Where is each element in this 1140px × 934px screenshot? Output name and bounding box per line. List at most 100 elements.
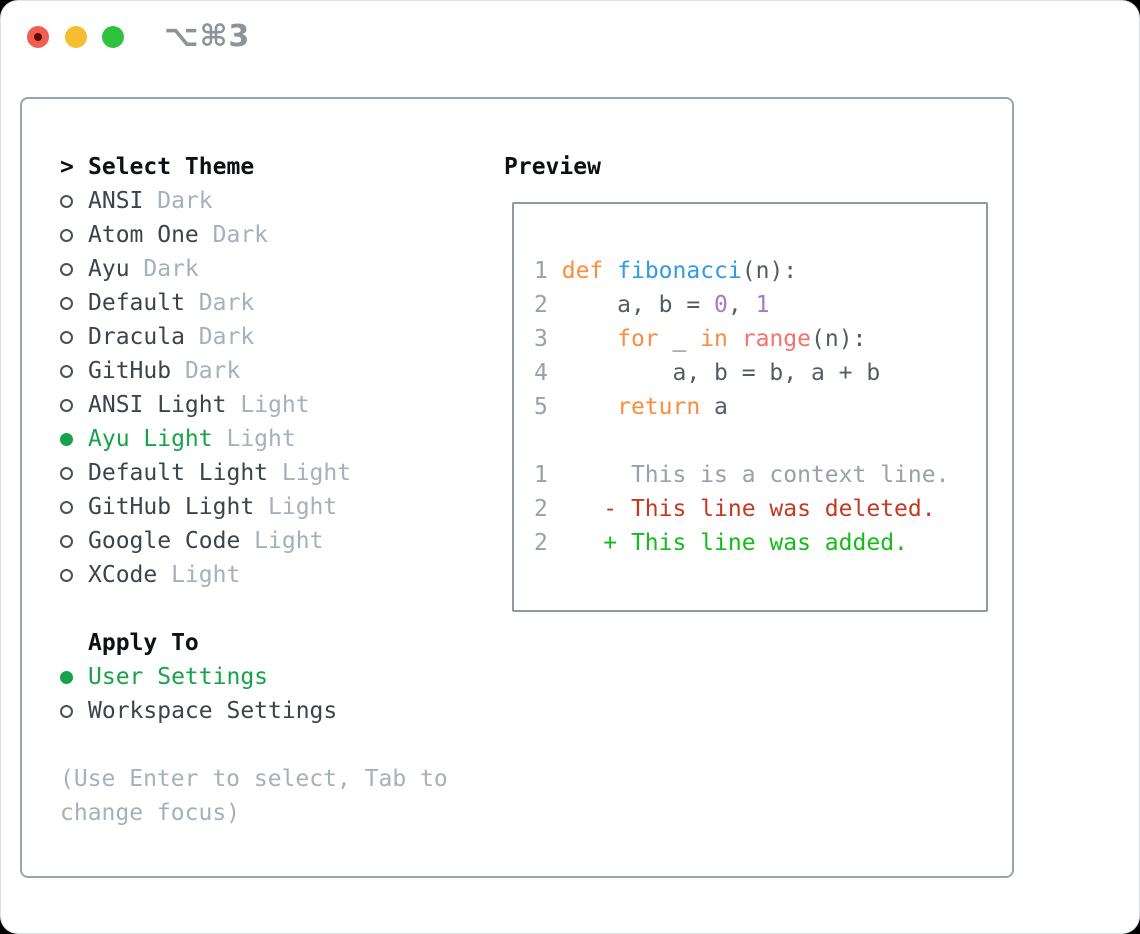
- code-segment-kw: in: [700, 326, 728, 352]
- code-line: 1 def fibonacci(n):: [534, 254, 986, 288]
- radio-icon: [60, 296, 88, 310]
- theme-variant-tag: Light: [157, 562, 241, 588]
- radio-circle: [60, 194, 73, 208]
- code-segment-fg: _: [658, 326, 701, 352]
- radio-circle: [60, 500, 73, 514]
- radio-selected-icon: [60, 670, 88, 684]
- code-segment-fg: [728, 326, 742, 352]
- radio-circle: [60, 398, 73, 412]
- code-segment-fg: a, b =: [547, 292, 715, 318]
- close-button-icon[interactable]: [27, 26, 49, 48]
- theme-variant-tag: Dark: [171, 358, 241, 384]
- radio-circle: [60, 568, 73, 582]
- theme-item-dracula[interactable]: Dracula Dark: [60, 320, 492, 354]
- radio-icon: [60, 364, 88, 378]
- apply-option-workspace-settings[interactable]: Workspace Settings: [60, 694, 492, 728]
- theme-item-ansi-light[interactable]: ANSI Light Light: [60, 388, 492, 422]
- theme-variant-tag: Dark: [184, 290, 255, 316]
- theme-item-label: XCode: [88, 562, 158, 588]
- apply-to-header: Apply To: [60, 626, 492, 660]
- code-segment-const: 0: [714, 292, 728, 318]
- radio-circle: [60, 330, 73, 344]
- help-text: (Use Enter to select, Tab to change focu…: [60, 766, 448, 826]
- code-segment-num: 2: [534, 292, 548, 318]
- radio-selected-icon: [60, 432, 88, 446]
- minimize-button-icon[interactable]: [65, 26, 87, 48]
- code-segment-fn: fibonacci: [617, 258, 742, 284]
- theme-item-label: Dracula: [88, 324, 185, 350]
- radio-circle: [60, 262, 73, 276]
- code-line: 1 This is a context line.: [534, 458, 986, 492]
- radio-circle: [60, 670, 73, 684]
- zoom-button-icon[interactable]: [102, 26, 124, 48]
- radio-circle: [60, 228, 73, 242]
- code-line: 5 return a: [534, 390, 986, 424]
- code-segment-fg: a: [700, 394, 728, 420]
- code-segment-fg: [548, 496, 603, 522]
- theme-item-ayu-light[interactable]: Ayu Light Light: [60, 422, 492, 456]
- theme-variant-tag: Dark: [129, 256, 199, 282]
- titlebar: ⌥⌘3: [0, 0, 1140, 75]
- code-segment-num: 4: [534, 360, 548, 386]
- code-segment-num: 1: [534, 258, 548, 284]
- theme-item-default[interactable]: Default Dark: [60, 286, 492, 320]
- theme-item-default-light[interactable]: Default Light Light: [60, 456, 492, 490]
- theme-item-label: Google Code: [88, 528, 241, 554]
- code-segment-const: 1: [755, 292, 770, 318]
- code-segment-kw: def: [561, 258, 604, 284]
- radio-icon: [60, 704, 88, 718]
- code-line: 2 + This line was added.: [534, 526, 986, 560]
- apply-option-user-settings[interactable]: User Settings: [60, 660, 492, 694]
- theme-item-label: Default Light: [88, 460, 269, 486]
- theme-variant-tag: Light: [268, 460, 352, 486]
- code-segment-fg: [548, 394, 617, 420]
- code-segment-num: 2: [534, 496, 548, 522]
- code-segment-ctx: This is a context line.: [547, 462, 950, 488]
- theme-variant-tag: Dark: [198, 222, 269, 248]
- code-line: [534, 220, 986, 254]
- radio-icon: [60, 534, 88, 548]
- theme-item-label: ANSI Light: [88, 392, 227, 418]
- code-segment-fg: [603, 258, 617, 284]
- code-segment-fg: a, b = b, a + b: [547, 360, 881, 386]
- code-segment-coral: range: [741, 326, 812, 352]
- code-segment-fg: ,: [727, 292, 756, 318]
- radio-circle: [60, 432, 73, 446]
- theme-item-github[interactable]: GitHub Dark: [60, 354, 492, 388]
- theme-variant-tag: Light: [212, 426, 296, 452]
- code-segment-add: + This line was added.: [603, 530, 908, 556]
- theme-item-label: Default: [88, 290, 185, 316]
- radio-icon: [60, 568, 88, 582]
- theme-item-xcode[interactable]: XCode Light: [60, 558, 492, 592]
- radio-icon: [60, 500, 88, 514]
- theme-item-ayu[interactable]: Ayu Dark: [60, 252, 492, 286]
- theme-variant-tag: Dark: [143, 188, 213, 214]
- theme-item-google-code[interactable]: Google Code Light: [60, 524, 492, 558]
- theme-item-atom-one[interactable]: Atom One Dark: [60, 218, 492, 252]
- theme-variant-tag: Light: [240, 528, 324, 554]
- code-segment-num: 3: [534, 326, 548, 352]
- radio-icon: [60, 194, 88, 208]
- code-segment-fg: [548, 530, 603, 556]
- code-segment-kw: for: [617, 326, 659, 352]
- select-theme-header: > Select Theme: [60, 150, 492, 184]
- theme-item-label: Ayu: [88, 256, 130, 282]
- radio-icon: [60, 330, 88, 344]
- radio-circle: [60, 364, 73, 378]
- apply-option-label: User Settings: [88, 664, 269, 690]
- theme-item-label: Ayu Light: [88, 426, 213, 452]
- radio-icon: [60, 228, 88, 242]
- code-segment-num: 2: [534, 530, 548, 556]
- code-segment-del: - This line was deleted.: [603, 496, 936, 522]
- theme-item-github-light[interactable]: GitHub Light Light: [60, 490, 492, 524]
- code-segment-fg: (n):: [811, 326, 867, 352]
- radio-icon: [60, 262, 88, 276]
- code-segment-kw: return: [617, 394, 701, 420]
- code-line: 2 a, b = 0, 1: [534, 288, 986, 322]
- theme-item-ansi[interactable]: ANSI Dark: [60, 184, 492, 218]
